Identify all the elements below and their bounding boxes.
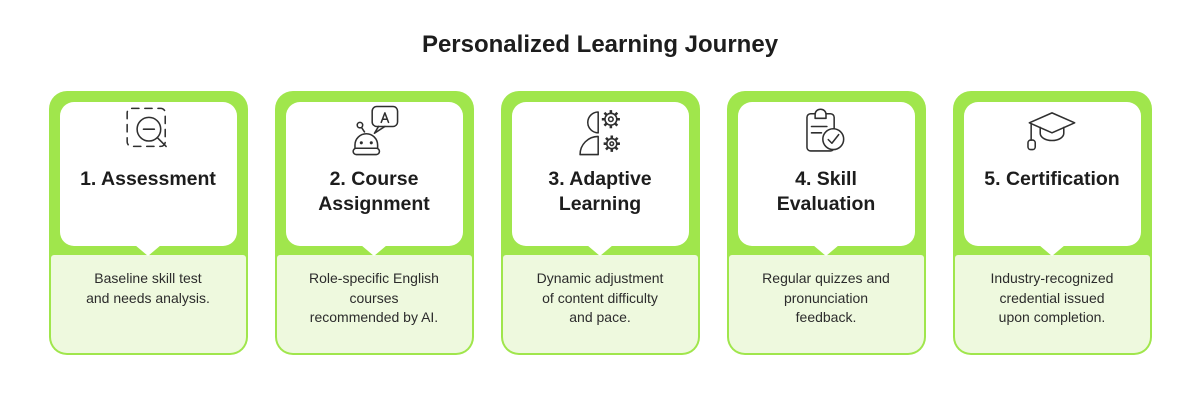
bubble-tail [135,245,161,256]
graduation-cap-icon [1027,112,1076,151]
step-bubble: 1. Assessment [59,102,237,256]
step-description: Role-specific English courses recommende… [276,255,472,353]
scan-search-icon [126,107,167,148]
bubble-tail [813,245,839,256]
step-bubble: 3. Adaptive Learning [511,102,689,256]
step-card-course-assignment: 2. Course Assignment Role-specific Engli… [274,91,474,355]
step-bubble: 5. Certification [963,102,1141,256]
step-description: Baseline skill test and needs analysis. [50,255,246,353]
step-title: 1. Assessment [80,168,216,190]
clipboard-check-icon [806,108,845,152]
step-description: Industry-recognized credential issued up… [954,255,1150,353]
page-title: Personalized Learning Journey [421,31,779,58]
person-gears-icon [579,110,620,156]
step-bubble: 4. Skill Evaluation [737,102,915,256]
step-card-adaptive-learning: 3. Adaptive Learning Dynamic adjustment … [500,91,700,355]
ai-robot-chat-icon [352,105,399,156]
bubble-tail [361,245,387,256]
step-description: Regular quizzes and pronunciation feedba… [728,255,924,353]
step-description: Dynamic adjustment of content difficulty… [502,255,698,353]
step-title: 2. Course Assignment [318,168,430,215]
step-bubble: 2. Course Assignment [285,102,463,256]
step-card-assessment: 1. Assessment Baseline skill test and ne… [48,91,248,355]
step-title: 5. Certification [984,168,1120,190]
step-title: 3. Adaptive Learning [548,168,652,215]
step-title: 4. Skill Evaluation [776,168,876,215]
steps-row: 1. Assessment Baseline skill test and ne… [0,91,1200,355]
bubble-tail [587,245,613,256]
step-card-skill-evaluation: 4. Skill Evaluation Regular quizzes and … [726,91,926,355]
step-card-certification: 5. Certification Industry-recognized cre… [952,91,1152,355]
bubble-tail [1039,245,1065,256]
